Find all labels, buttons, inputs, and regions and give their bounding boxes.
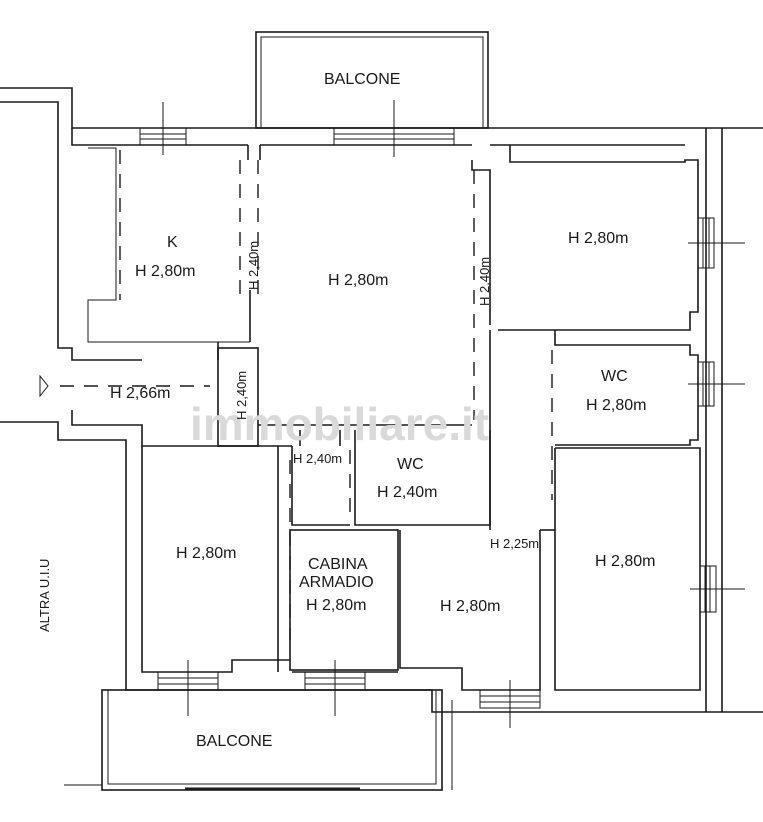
balcony-bottom [64, 689, 443, 791]
balcone-bottom-label: BALCONE [196, 733, 272, 750]
cabina-height: H 2,80m [306, 597, 366, 614]
neighbour-label: ALTRA U.I.U [37, 559, 52, 632]
cabina-line1: CABINA [308, 556, 368, 573]
room-labels: BALCONE K H 2,80m H 2,40m H 2,80m H 2,40… [37, 71, 655, 750]
wc-right-height: H 2,80m [586, 397, 646, 414]
balcone-top-label: BALCONE [324, 71, 400, 88]
bedroom-ne-height: H 2,80m [568, 230, 628, 247]
wc-center-name: WC [397, 456, 424, 473]
bedroom-s-height: H 2,80m [440, 598, 500, 615]
passage-right-height: H 2,40m [477, 257, 492, 306]
watermark: immobiliare.it [190, 398, 489, 450]
kitchen-name: K [167, 234, 178, 251]
bedroom-sw-height: H 2,80m [176, 545, 236, 562]
wc-center-height: H 2,40m [377, 484, 437, 501]
cabina-line2: ARMADIO [299, 574, 374, 591]
door-openings [60, 150, 553, 640]
interior-walls [217, 145, 701, 691]
hall-height: H 2,40m [234, 371, 249, 420]
living-height: H 2,80m [328, 272, 388, 289]
entrance-height: H 2,66m [110, 385, 170, 402]
entrance-arrow [39, 374, 49, 398]
windows [139, 100, 745, 728]
kitchen-height: H 2,80m [135, 263, 195, 280]
corridor-right-height: H 2,25m [490, 536, 539, 551]
outer-walls [0, 87, 763, 713]
corridor-small-height: H 2,40m [293, 451, 342, 466]
wc-right-name: WC [601, 368, 628, 385]
passage-left-height: H 2,40m [246, 241, 261, 290]
bedroom-se-height: H 2,80m [595, 553, 655, 570]
